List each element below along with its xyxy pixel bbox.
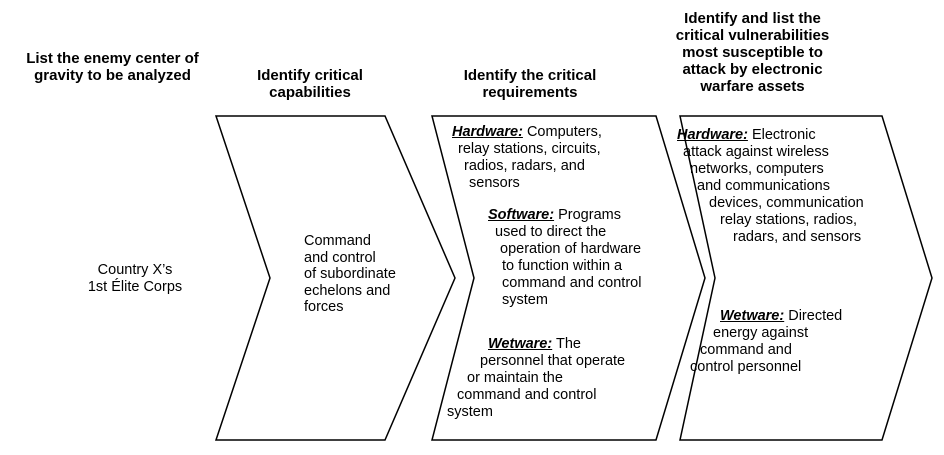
requirement-hardware-l2: relay stations, circuits,	[458, 141, 601, 157]
requirement-hardware-l4: sensors	[469, 175, 520, 191]
vulnerability-hardware-l2: attack against wireless	[683, 144, 829, 160]
vulnerability-hardware-label: Hardware:	[677, 127, 748, 143]
vulnerability-wetware-label: Wetware:	[720, 308, 785, 324]
capabilities-chevron	[214, 115, 456, 441]
vulnerability-hardware-l3: networks, computers	[690, 161, 824, 177]
capability-line: echelons and	[304, 282, 391, 299]
requirement-hardware-l3: radios, radars, and	[464, 158, 585, 174]
header-critical-vulnerabilities: Identify and list the critical vulnerabi…	[675, 10, 830, 95]
center-of-gravity-text: Country X’s 1st Élite Corps	[50, 262, 220, 295]
vulnerability-hardware-l5: devices, communication	[709, 195, 864, 211]
requirement-software-l1: Software: Programs	[488, 207, 621, 224]
requirements-chevron	[431, 115, 706, 441]
header-critical-requirements: Identify the critical requirements	[463, 67, 597, 101]
header-critical-capabilities: Identify critical capabilities	[257, 67, 363, 101]
requirement-software-l5: command and control	[502, 275, 642, 291]
vulnerability-wetware-l2: energy against	[713, 325, 809, 341]
vulnerability-hardware-l7: radars, and sensors	[733, 229, 862, 245]
vulnerability-hardware-l1: Hardware: Electronic	[677, 127, 816, 144]
requirement-software-l2: used to direct the	[495, 224, 607, 240]
vulnerability-wetware-l4: control personnel	[690, 359, 802, 375]
vulnerability-hardware-text: Electronic	[751, 127, 816, 143]
requirement-software-text: Programs	[558, 207, 621, 223]
requirement-hardware-label: Hardware:	[452, 124, 523, 140]
header-center-of-gravity: List the enemy center of gravity to be a…	[26, 50, 199, 84]
requirement-software-label: Software:	[488, 207, 555, 223]
requirement-software-l6: system	[502, 292, 548, 308]
capability-text: Command and control of subordinate echel…	[304, 233, 396, 316]
capability-line: of subordinate	[304, 266, 396, 282]
cog-line: Country X’s	[97, 262, 173, 278]
cog-line: 1st Élite Corps	[87, 278, 183, 295]
requirement-wetware-l5: system	[447, 404, 493, 420]
requirement-hardware-text: Computers,	[526, 124, 602, 140]
requirement-wetware-label: Wetware:	[488, 336, 553, 352]
vulnerability-wetware-l3: command and	[700, 342, 792, 358]
requirement-software-l3: operation of hardware	[500, 241, 642, 257]
vulnerability-hardware-l4: and communications	[697, 178, 830, 194]
vulnerability-hardware-l6: relay stations, radios,	[720, 212, 858, 228]
requirement-wetware-l4: command and control	[457, 387, 597, 403]
vulnerability-wetware-text: Directed	[788, 308, 843, 324]
requirement-wetware-l1: Wetware: The	[488, 336, 581, 353]
requirement-software-l4: to function within a	[502, 258, 623, 274]
requirement-wetware-text: The	[555, 336, 581, 352]
requirement-wetware-l3: or maintain the	[467, 370, 563, 386]
vulnerability-wetware-l1: Wetware: Directed	[720, 308, 842, 325]
vulnerabilities-chevron	[679, 115, 933, 441]
requirement-hardware-l1: Hardware: Computers,	[452, 124, 602, 141]
capability-line: and control	[304, 249, 376, 266]
requirement-wetware-l2: personnel that operate	[480, 353, 626, 369]
capability-line: forces	[304, 299, 344, 315]
capability-line: Command	[304, 233, 371, 249]
